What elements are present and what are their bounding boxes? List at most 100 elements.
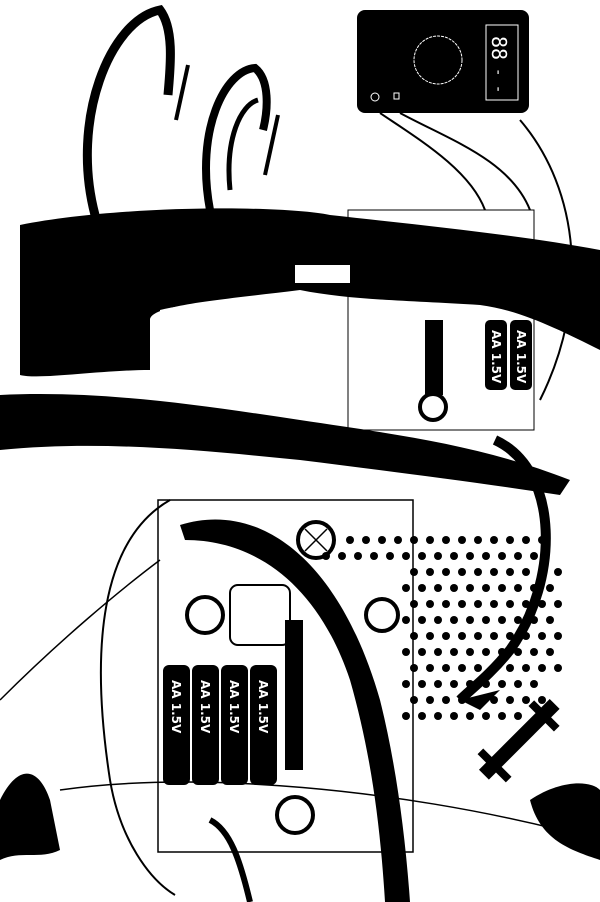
- dot: [450, 552, 458, 560]
- dot: [474, 536, 482, 544]
- ground-shape-left: [0, 773, 60, 860]
- dot: [394, 536, 402, 544]
- dot: [466, 712, 474, 720]
- dot: [522, 696, 530, 704]
- dot: [474, 600, 482, 608]
- dot: [386, 552, 394, 560]
- dot: [466, 552, 474, 560]
- meter-display: 88: [487, 36, 511, 60]
- svg-text:AA 1.5V: AA 1.5V: [227, 680, 241, 734]
- dot: [434, 648, 442, 656]
- dot: [490, 568, 498, 576]
- dot: [418, 552, 426, 560]
- dot: [442, 632, 450, 640]
- dot: [434, 552, 442, 560]
- dot: [434, 712, 442, 720]
- dot: [474, 664, 482, 672]
- dot: [418, 712, 426, 720]
- dot: [402, 584, 410, 592]
- battery-3: AA 1.5V: [221, 665, 248, 785]
- dot: [554, 664, 562, 672]
- svg-text:AA 1.5V: AA 1.5V: [169, 680, 183, 734]
- dot: [506, 632, 514, 640]
- dot: [538, 664, 546, 672]
- dot: [538, 600, 546, 608]
- dot: [458, 600, 466, 608]
- dot: [450, 680, 458, 688]
- dot: [506, 536, 514, 544]
- dot-pattern: [322, 536, 562, 720]
- dot: [458, 568, 466, 576]
- dot: [346, 536, 354, 544]
- dot: [482, 648, 490, 656]
- dot: [498, 584, 506, 592]
- dot: [498, 712, 506, 720]
- dot: [522, 664, 530, 672]
- meter-dial: [413, 35, 463, 85]
- dot: [410, 600, 418, 608]
- dot: [442, 536, 450, 544]
- brush-stroke-diagonal: [180, 519, 410, 902]
- dot: [362, 536, 370, 544]
- dot: [450, 584, 458, 592]
- dot: [402, 712, 410, 720]
- dot: [458, 664, 466, 672]
- probe: [477, 698, 560, 783]
- dot: [482, 712, 490, 720]
- battery-1: AA 1.5V: [163, 665, 190, 785]
- dot: [450, 712, 458, 720]
- dot: [322, 552, 330, 560]
- dot: [434, 584, 442, 592]
- dot: [418, 616, 426, 624]
- battery-2: AA 1.5V: [192, 665, 219, 785]
- dot: [466, 648, 474, 656]
- dot: [426, 600, 434, 608]
- wire-loop-1: [82, 5, 175, 217]
- dot: [426, 632, 434, 640]
- dot: [434, 680, 442, 688]
- dot: [490, 632, 498, 640]
- dot: [474, 568, 482, 576]
- battery-4: AA 1.5V: [250, 665, 277, 785]
- dot: [458, 536, 466, 544]
- dot: [514, 584, 522, 592]
- dot: [506, 600, 514, 608]
- dot: [482, 616, 490, 624]
- upper-battery-1: AA 1.5V: [485, 320, 507, 390]
- dot: [466, 616, 474, 624]
- svg-text:AA 1.5V: AA 1.5V: [198, 680, 212, 734]
- dot: [418, 648, 426, 656]
- dot: [378, 536, 386, 544]
- dot: [410, 632, 418, 640]
- wire-loop-2: [202, 63, 271, 211]
- dot: [410, 568, 418, 576]
- upper-battery-2: AA 1.5V: [510, 320, 532, 390]
- dot: [338, 552, 346, 560]
- dot: [498, 680, 506, 688]
- dot: [418, 680, 426, 688]
- dot: [530, 680, 538, 688]
- dot: [530, 648, 538, 656]
- meter-display-dash: - -: [490, 68, 506, 93]
- dot: [522, 568, 530, 576]
- dot: [426, 696, 434, 704]
- dot: [442, 664, 450, 672]
- dot: [426, 536, 434, 544]
- dot: [530, 552, 538, 560]
- dot: [354, 552, 362, 560]
- dot: [402, 680, 410, 688]
- dot: [410, 664, 418, 672]
- dot: [442, 568, 450, 576]
- multimeter: 88 - -: [357, 10, 529, 113]
- dot: [410, 536, 418, 544]
- dot: [498, 552, 506, 560]
- brush-stroke-middle: [0, 394, 570, 495]
- dot: [402, 552, 410, 560]
- dot: [474, 632, 482, 640]
- dot: [370, 552, 378, 560]
- dot: [554, 600, 562, 608]
- svg-text:AA 1.5V: AA 1.5V: [489, 330, 503, 384]
- dot: [482, 584, 490, 592]
